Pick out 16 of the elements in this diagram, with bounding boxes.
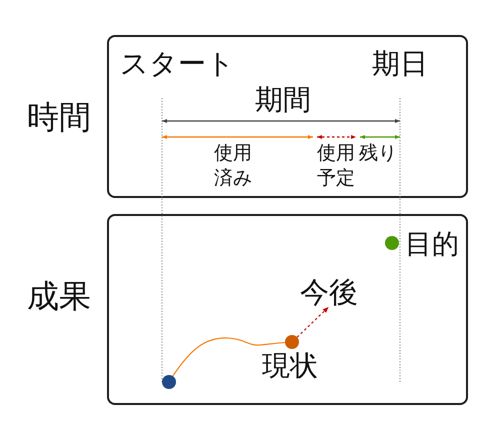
dashed-arrow [296,306,329,338]
span-label: 期間 [255,86,311,114]
span-label: 使用済み [214,141,253,191]
point-dot [162,375,176,389]
timeline-label: 期日 [372,50,428,78]
curved-line [172,337,286,376]
timeline-label: スタート [120,50,235,78]
point-label: 目的 [405,231,459,258]
point-dot [385,236,399,250]
span-label: 残り [359,141,398,166]
panel-heading: 成果 [27,280,91,312]
point-label: 現状 [262,352,318,380]
span-label: 使用予定 [317,141,356,191]
panel-heading: 時間 [27,101,91,133]
annotation-text: 今後 [300,278,358,307]
point-dot [285,335,299,349]
